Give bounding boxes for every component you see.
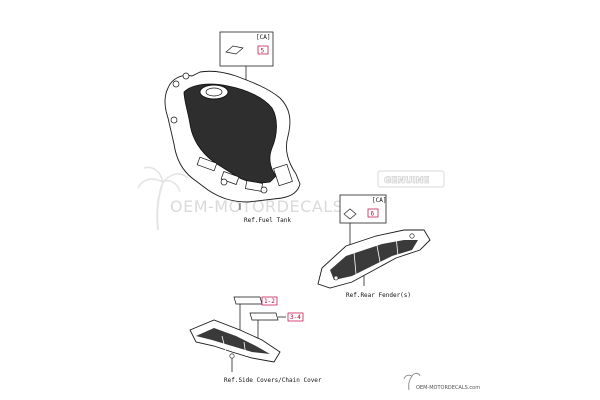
footer-watermark: OEM-MOTORDECALS.com bbox=[403, 372, 480, 391]
watermark-main: OEM-MOTORDECALS.com bbox=[170, 197, 385, 216]
decal-strip-3-4 bbox=[249, 312, 279, 321]
side-cover-drawing bbox=[189, 319, 281, 372]
region-label-tank: [CA] bbox=[256, 34, 270, 41]
decal-icon-tank bbox=[225, 45, 244, 55]
callout-box-fender: [CA] 6 bbox=[339, 194, 386, 246]
footer-watermark-text: OEM-MOTORDECALS.com bbox=[416, 385, 480, 391]
callout-badge-1-2 bbox=[261, 296, 278, 306]
rear-fender-drawing bbox=[317, 229, 431, 289]
callout-number-3-4: 3-4 bbox=[290, 314, 301, 321]
decal-icon-fender bbox=[343, 208, 357, 220]
footer-palm-icon bbox=[403, 372, 421, 391]
decal-strip-1-2 bbox=[233, 296, 263, 305]
label-rear-fender: Ref.Rear Fender(s) bbox=[346, 292, 411, 299]
watermark: OEM-MOTORDECALS.com GENUINE bbox=[137, 166, 445, 231]
callout-badge-3-4 bbox=[287, 312, 304, 322]
region-label-fender: [CA] bbox=[372, 197, 386, 204]
palm-tree-logo bbox=[137, 166, 189, 231]
label-side-covers: Ref.Side Covers/Chain Cover bbox=[224, 377, 322, 384]
callout-number-1-2: 1-2 bbox=[264, 298, 275, 305]
callout-number-5: 5 bbox=[261, 48, 265, 55]
genuine-stamp: GENUINE bbox=[377, 170, 445, 188]
label-fuel-tank: Ref.Fuel Tank bbox=[244, 217, 291, 224]
fuel-tank-drawing bbox=[164, 70, 301, 210]
callout-badge-6 bbox=[367, 208, 379, 218]
genuine-stamp-text: GENUINE bbox=[384, 176, 429, 186]
callout-box-tank: [CA] 5 bbox=[219, 31, 274, 92]
callout-badge-5 bbox=[257, 45, 269, 55]
callout-number-6: 6 bbox=[371, 211, 375, 218]
